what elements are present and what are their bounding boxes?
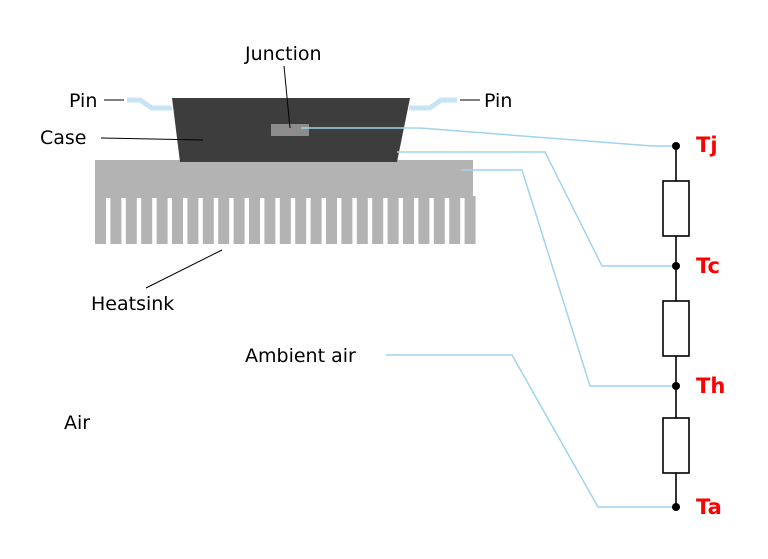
- junction-leader: [283, 65, 291, 129]
- node-th-label: Th: [696, 374, 725, 398]
- node-tj-dot: [672, 142, 680, 150]
- ta-connector: [386, 354, 676, 508]
- heatsink-fin: [326, 196, 337, 244]
- heatsink-fin: [341, 196, 353, 244]
- heatsink-fin: [95, 196, 106, 244]
- node-ta-dot: [672, 503, 680, 511]
- pin-right-label: Pin: [484, 90, 512, 112]
- heatsink-fin: [310, 196, 322, 244]
- heatsink-fin: [464, 196, 476, 244]
- node-ta-label: Ta: [696, 495, 722, 519]
- heatsink-fin: [264, 196, 276, 244]
- heatsink-fin: [187, 196, 199, 244]
- heatsink-base: [95, 160, 473, 198]
- resistor-junction-case: [662, 180, 690, 237]
- heatsink-fin: [125, 196, 137, 244]
- heatsink-fin: [218, 196, 230, 244]
- heatsink-fin: [449, 196, 461, 244]
- node-tj-label: Tj: [696, 133, 718, 157]
- tj-connector: [301, 127, 676, 147]
- node-tc-label: Tc: [696, 254, 720, 278]
- heatsink-fins: [95, 196, 476, 244]
- heatsink-fin: [387, 196, 399, 244]
- heatsink-fin: [433, 196, 445, 244]
- heatsink-fin: [110, 196, 122, 244]
- heatsink: [95, 160, 476, 244]
- heatsink-fin: [141, 196, 153, 244]
- junction-die: [271, 124, 309, 136]
- case-label: Case: [40, 127, 87, 149]
- heatsink-fin: [403, 196, 414, 244]
- heatsink-fin: [372, 196, 384, 244]
- case-leader: [100, 137, 204, 141]
- heatsink-fin: [202, 196, 214, 244]
- tc-connector: [397, 151, 676, 267]
- resistor-case-heatsink: [662, 300, 690, 357]
- heatsink-fin: [295, 196, 307, 244]
- heatsink-fin: [418, 196, 430, 244]
- air-label: Air: [64, 412, 90, 434]
- ambient-air-label: Ambient air: [245, 345, 356, 367]
- th-connector: [461, 169, 676, 387]
- heatsink-fin: [156, 196, 168, 244]
- pin-left-label: Pin: [69, 90, 97, 112]
- heatsink-fin: [356, 196, 368, 244]
- heatsink-leader: [145, 249, 223, 289]
- heatsink-fin: [249, 196, 260, 244]
- pin-left-lead: [127, 97, 172, 111]
- heatsink-fin: [172, 196, 183, 244]
- pin-right-lead: [409, 97, 457, 111]
- junction-label: Junction: [244, 43, 322, 65]
- node-th-dot: [672, 382, 680, 390]
- thermal-circuit: [662, 146, 690, 507]
- heatsink-label: Heatsink: [91, 293, 174, 315]
- heatsink-fin: [233, 196, 245, 244]
- heatsink-fin: [279, 196, 291, 244]
- resistor-heatsink-ambient: [662, 417, 690, 474]
- node-tc-dot: [672, 262, 680, 270]
